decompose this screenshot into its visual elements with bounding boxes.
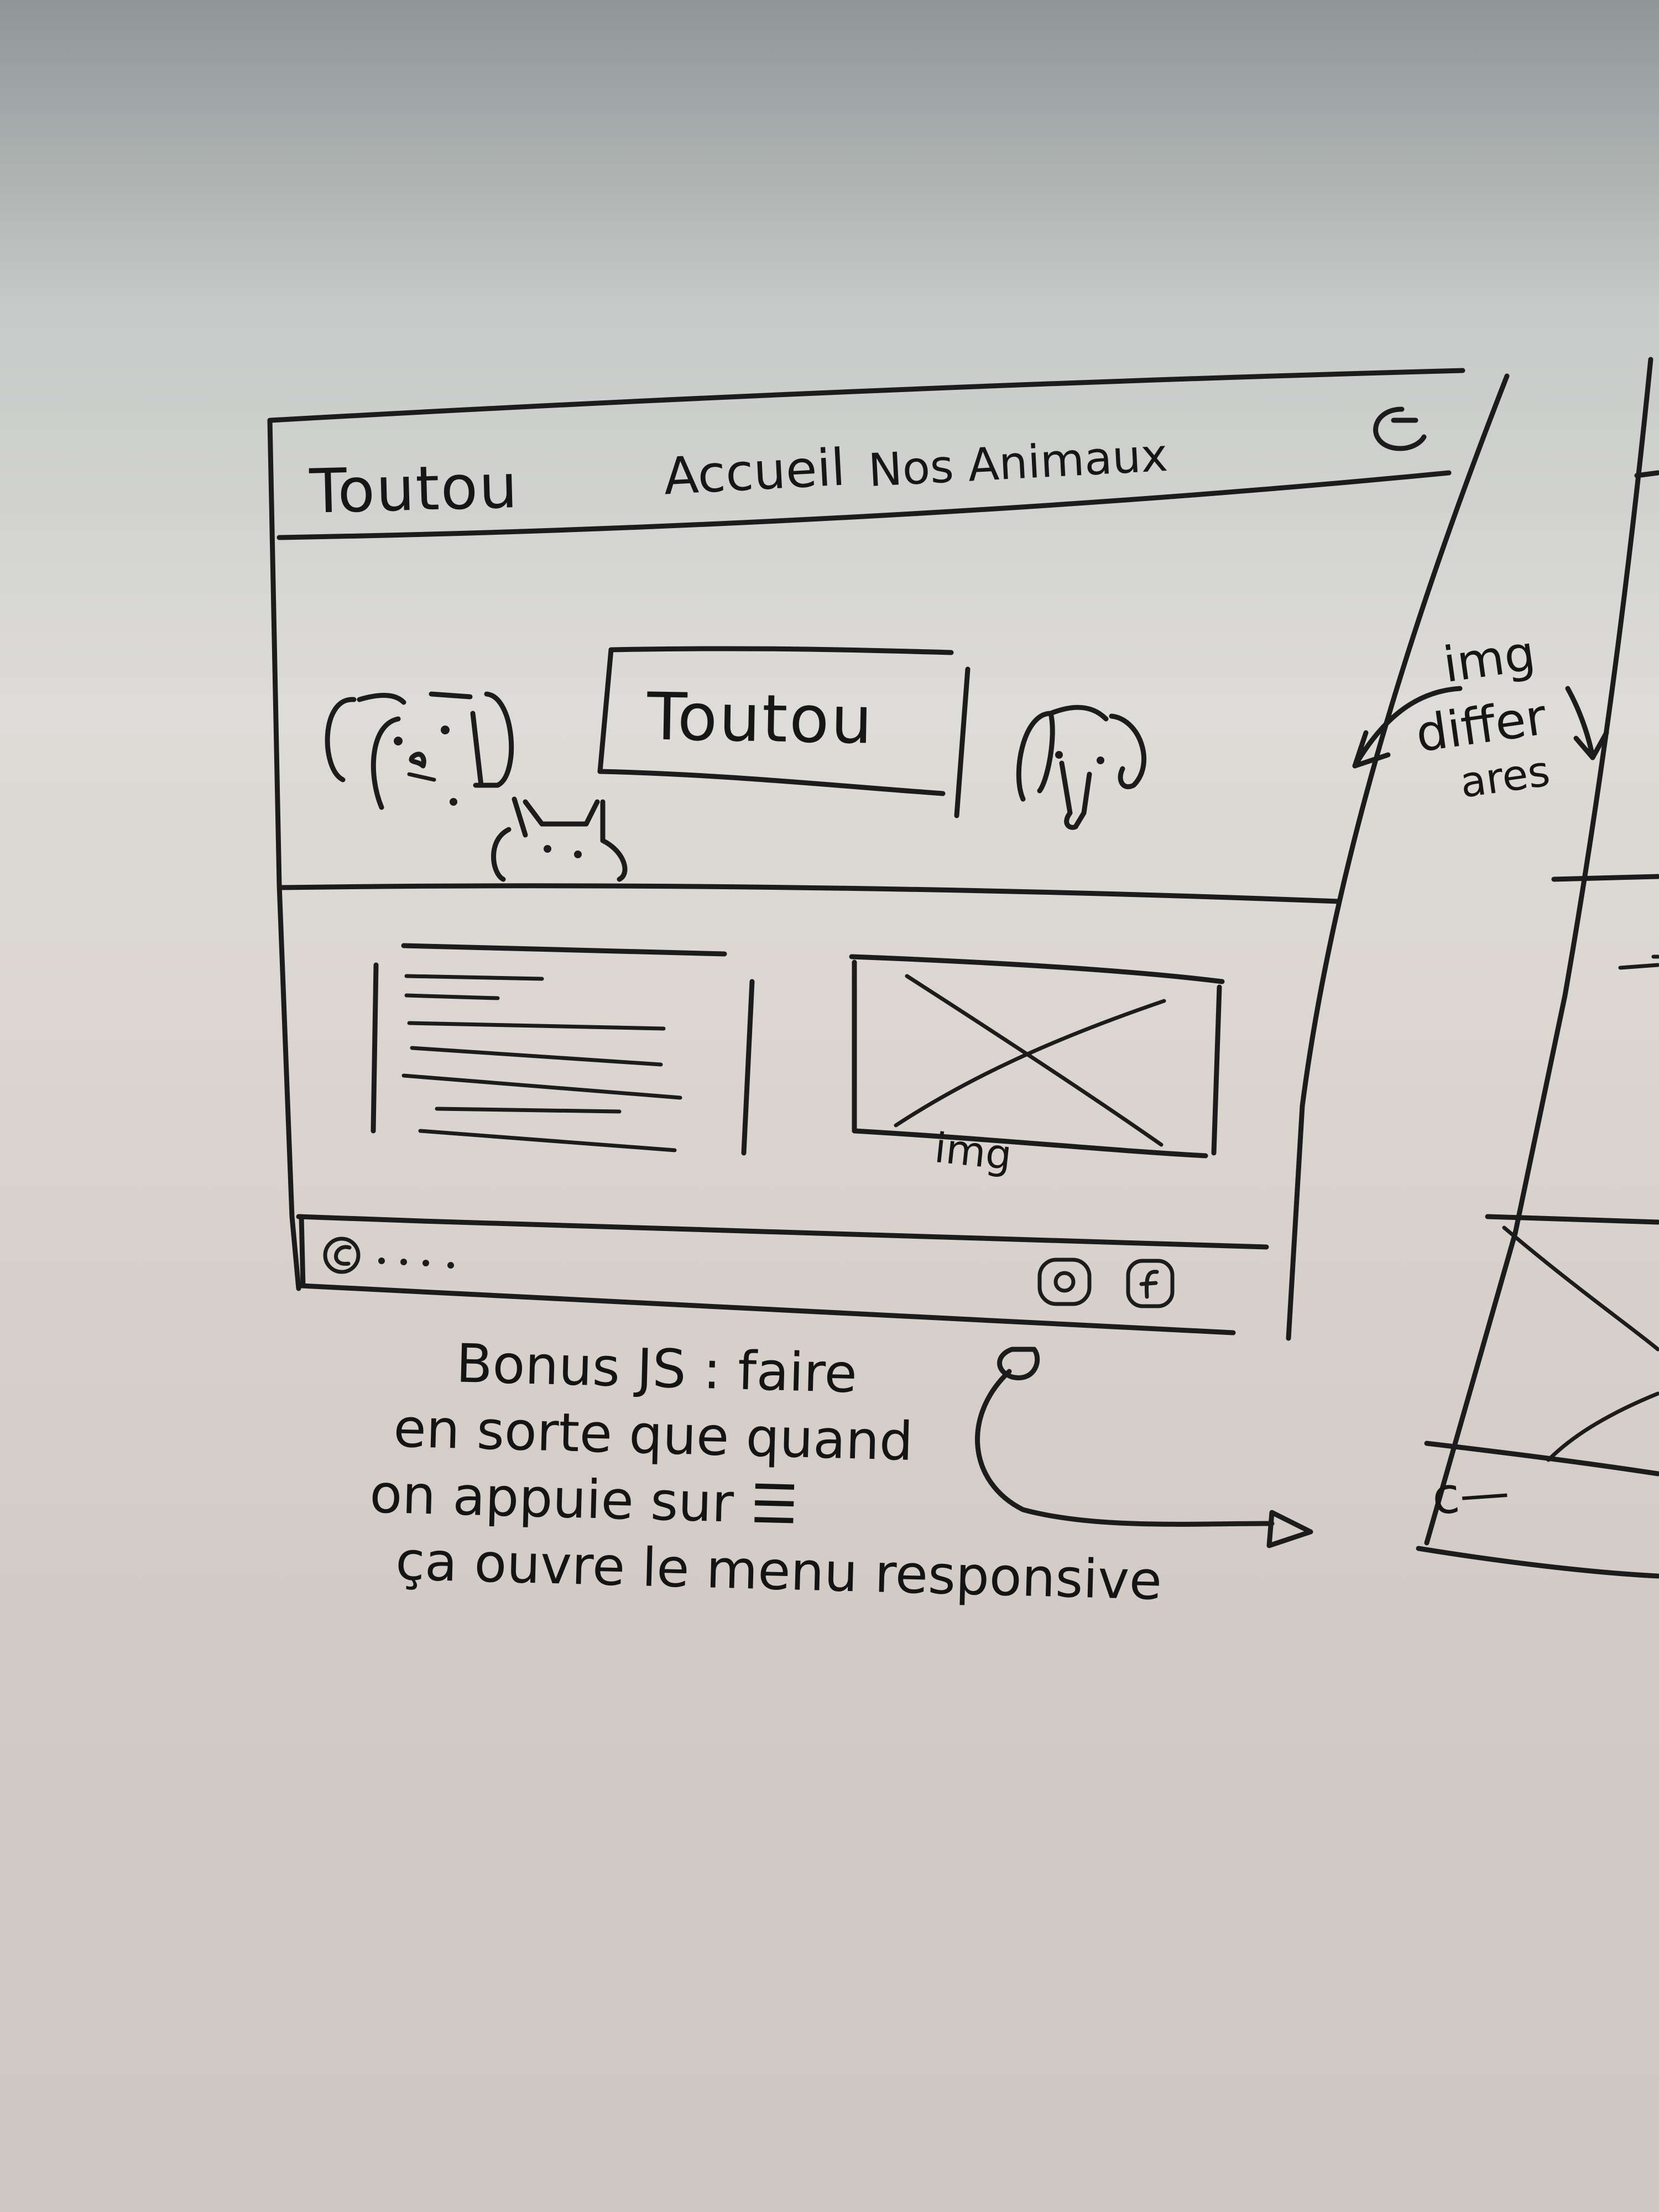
nav-link-accueil[interactable]: Accueil — [662, 437, 847, 507]
mobile-footer-text: c— — [1430, 1463, 1511, 1526]
site-logo[interactable]: Toutou — [309, 451, 520, 527]
cat-face-icon — [491, 796, 628, 882]
hero-title: Toutou — [646, 678, 875, 759]
wireframe-frame — [267, 368, 1510, 1341]
differ-arrow-left — [1352, 686, 1463, 769]
bonus-js-note: Bonus JS : faire en sorte que quand on a… — [362, 1328, 1168, 1614]
differ-arrow-right — [1565, 686, 1609, 760]
dog-face-icon — [1016, 705, 1146, 830]
mobile-wireframe-frame — [1416, 357, 1659, 1579]
instagram-icon[interactable] — [1037, 1258, 1092, 1306]
image-placeholder — [849, 954, 1225, 1159]
copyright-icon — [323, 1237, 454, 1274]
pointer-arrow — [975, 1347, 1313, 1548]
image-label: img — [932, 1124, 1014, 1180]
text-block-placeholder — [371, 943, 755, 1156]
hero-title-box — [597, 646, 971, 818]
dog-face-icon — [325, 691, 514, 810]
menu-icon[interactable] — [1373, 406, 1427, 451]
facebook-icon[interactable] — [1126, 1259, 1175, 1308]
